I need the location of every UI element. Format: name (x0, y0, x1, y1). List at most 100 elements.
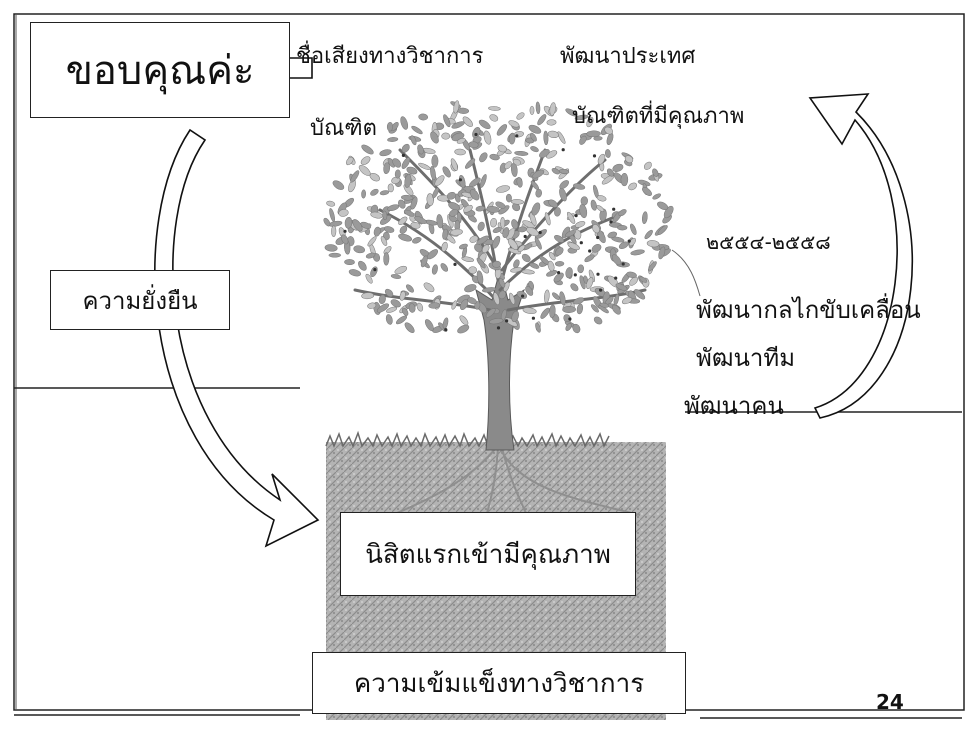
leaf (505, 193, 512, 203)
leaf (399, 225, 408, 234)
years-label: ๒๕๕๔-๒๕๕๘ (706, 230, 831, 254)
leaf (551, 167, 560, 175)
leaf (426, 193, 434, 206)
leaf (547, 260, 555, 272)
leaf-dot (523, 234, 527, 239)
leaf (400, 116, 409, 130)
leaf (618, 241, 629, 250)
leaf (431, 154, 439, 168)
leaf (526, 226, 539, 237)
leaf (328, 220, 343, 227)
leaf (590, 199, 597, 211)
leaf (383, 246, 392, 255)
leaf (326, 200, 336, 207)
develop-mechanism-label: พัฒนากลไกขับเคลื่อน (696, 296, 921, 324)
leaf (414, 216, 427, 224)
leaf (427, 249, 438, 260)
leaf (404, 322, 415, 333)
leaf (615, 283, 628, 291)
leaf (441, 241, 448, 252)
leaf (390, 274, 402, 279)
leaf (530, 146, 539, 153)
leaf (420, 255, 428, 268)
leaf (539, 148, 550, 158)
leaf (508, 132, 516, 145)
leaf (479, 174, 487, 188)
leaf (358, 260, 367, 271)
leaf (574, 114, 589, 121)
leaf (353, 245, 365, 254)
title-box: ขอบคุณค่ะ (30, 22, 290, 118)
leaf (387, 137, 399, 142)
leaf (479, 152, 488, 163)
leaf-dot (596, 272, 600, 276)
leaf (634, 289, 646, 300)
leaf (510, 199, 524, 205)
leaf (328, 252, 342, 258)
title-bracket (290, 57, 313, 79)
leaf (458, 174, 466, 189)
leaf-dot (401, 153, 405, 157)
leaf-dot (627, 239, 631, 243)
leaf (379, 149, 392, 157)
leaf (547, 130, 559, 139)
leaf (401, 194, 414, 201)
leaf (535, 322, 541, 333)
pointer-stroke (671, 249, 701, 297)
leaf (436, 214, 444, 229)
leaf-dot (588, 249, 592, 253)
leaf (476, 270, 484, 285)
leaf-dot (474, 132, 478, 137)
leaf (657, 201, 669, 210)
leaf (521, 269, 535, 275)
leaf (361, 189, 366, 199)
leaf (596, 195, 607, 202)
leaf (454, 148, 466, 156)
leaf (646, 240, 660, 248)
leaf (504, 161, 512, 170)
leaf (553, 272, 564, 283)
leaf (498, 278, 506, 288)
leaf (469, 235, 479, 243)
leaf (597, 153, 606, 165)
leaf (456, 138, 466, 144)
leaf (543, 289, 550, 304)
leaf (361, 144, 374, 155)
leaf-dot (621, 262, 625, 266)
academic-strength-text: ความเข้มแข็งทางวิชาการ (353, 668, 645, 699)
leaf (510, 267, 523, 273)
leaf (408, 303, 416, 313)
leaf (365, 252, 376, 259)
leaf (461, 256, 474, 263)
leaf (405, 284, 415, 293)
leaf (512, 158, 522, 166)
develop-people-label: พัฒนาคน (684, 392, 784, 420)
leaf (369, 172, 380, 182)
leaf (348, 269, 362, 277)
leaf (540, 307, 550, 319)
leaf (529, 132, 537, 142)
leaf (573, 229, 582, 240)
leaf (441, 132, 451, 140)
leaf (620, 173, 629, 187)
leaf (599, 302, 609, 308)
leaf (378, 294, 386, 304)
grass-edge (325, 430, 610, 448)
leaf (611, 304, 621, 315)
leaf (406, 166, 418, 175)
leaf (430, 166, 436, 181)
leaf (529, 262, 540, 269)
leaf (379, 190, 390, 196)
leaf (579, 135, 587, 145)
leaf (360, 156, 371, 165)
leaf (492, 260, 502, 268)
leaf (459, 299, 469, 310)
leaf (612, 163, 624, 172)
leaf (572, 323, 581, 334)
leaf (450, 228, 463, 236)
leaf (628, 182, 638, 191)
leaf (424, 319, 434, 332)
leaf (618, 209, 627, 217)
leaf (399, 291, 406, 301)
leaf-dot (579, 241, 583, 245)
